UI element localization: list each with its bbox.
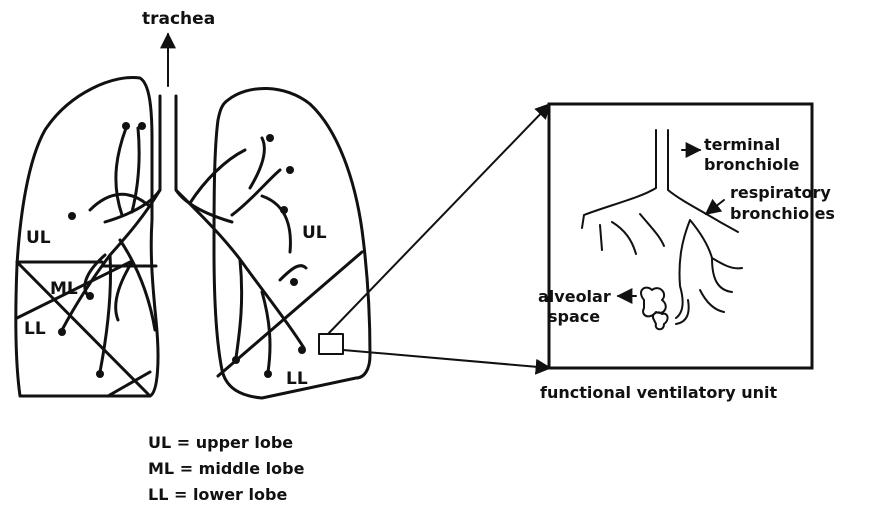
label-terminal: terminal: [704, 135, 780, 154]
unit-marker-square: [319, 334, 343, 354]
label-ll-left: LL: [24, 319, 46, 339]
label-respiratory: respiratory: [730, 183, 831, 202]
label-alveolar: alveolar: [538, 287, 611, 306]
label-bronchiole: bronchiole: [704, 155, 800, 174]
alveolar-cluster: [641, 288, 668, 330]
label-ul-left: UL: [26, 228, 51, 248]
respiratory-arrow: [706, 200, 724, 214]
legend-item-ul: UL = upper lobe: [148, 430, 304, 456]
legend-item-ml: ML = middle lobe: [148, 456, 304, 482]
label-bronchioles: bronchioles: [730, 204, 835, 223]
trachea-label: trachea: [142, 9, 215, 29]
label-ll-right: LL: [286, 369, 308, 389]
left-bronchus-branches: [62, 128, 160, 372]
legend: UL = upper lobe ML = middle lobe LL = lo…: [148, 430, 304, 508]
label-space: space: [548, 307, 600, 326]
functional-unit-caption: functional ventilatory unit: [540, 383, 777, 402]
label-ml-left: ML: [50, 279, 78, 299]
legend-item-ll: LL = lower lobe: [148, 482, 304, 508]
zoom-line-bottom: [343, 350, 550, 368]
label-ul-right: UL: [302, 223, 327, 243]
right-bronchus-branches: [176, 138, 306, 372]
